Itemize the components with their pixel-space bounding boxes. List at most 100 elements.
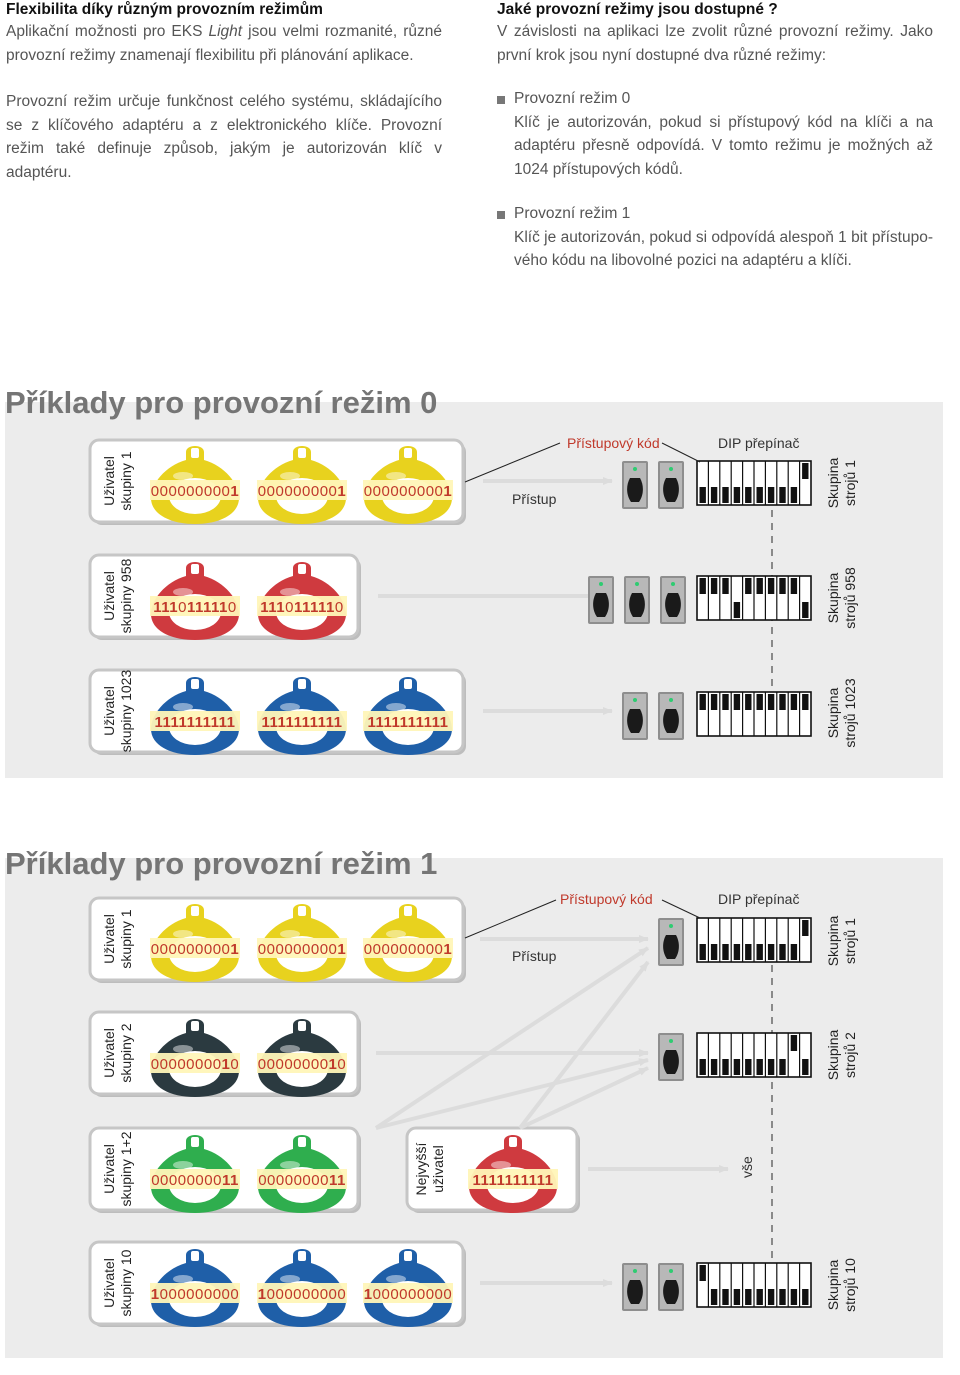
- mode0-row-2-key-2-code-bg: [363, 711, 453, 731]
- mode1-access-code-label: Přístupový kód: [560, 891, 653, 907]
- mode1-row-0-key-0-key-icon-shine: [173, 930, 193, 938]
- mode1-top-user-code-bg: [468, 1169, 558, 1189]
- mode0-row-1-dip-switch-lever: [790, 578, 798, 594]
- mode1-row-0-key-1-key-icon-shine: [280, 930, 300, 938]
- mode1-row-1-key-1-key-icon-shine: [280, 1045, 300, 1053]
- mode1-row-1-dip-switch-lever: [699, 1059, 706, 1075]
- mode0-row-0-dip-switch-lever: [767, 487, 775, 503]
- mode0-row-1-key-0-key-icon-shine: [173, 588, 193, 596]
- mode0-row-1-key-1-code-bg: [257, 596, 347, 616]
- mode1-row-2-key-0-code: 0000000011: [151, 1172, 239, 1189]
- mode1-title: Příklady pro provozní režim 1: [5, 846, 438, 881]
- mode0-row-2-switch-1-led: [669, 698, 673, 702]
- mode1-row-1-switch-0-knob: [663, 1050, 679, 1074]
- mode0-row-1-key-1-code: 1110111110: [260, 599, 343, 616]
- mode1-row-3-dip-switch-lever: [745, 1289, 752, 1305]
- mode0-row-0-key-0-code-bg: [150, 480, 240, 500]
- mode0-row-0-switch-1-knob: [663, 478, 679, 502]
- mode0-row-2-key-2-key-icon-shine: [386, 703, 406, 711]
- mode1-dip-label: DIP přepínač: [718, 891, 799, 907]
- mode1-arrow-row2-to-group2: [375, 1058, 649, 1130]
- mode0-access-code-label: Přístupový kód: [567, 435, 660, 451]
- mode1-row-1-key-1-code-bg: [257, 1053, 347, 1073]
- mode0-row-0-key-1-code-bg: [257, 480, 347, 500]
- mode0-row-0-dip-switch-lever: [779, 487, 786, 503]
- mode1-row-0-key-1-code-bg: [257, 938, 347, 958]
- mode1-row-0-group-label-line1: Skupina: [825, 915, 841, 966]
- mode0-row-2-switch-1: [658, 692, 684, 740]
- mode0-row-0-key-2-key-icon-shine: [386, 472, 406, 480]
- mode1-row-3-key-0-key-icon-shine: [173, 1275, 193, 1283]
- mode1-row-0-key-2-code-bg: [363, 938, 453, 958]
- mode-bullet-1: Provozní režim 1 Klíč je autorizován, po…: [497, 202, 933, 273]
- mode0-row-2-dip-switch-lever: [722, 694, 729, 710]
- mode0-row-0-dip-switch-lever: [756, 487, 763, 503]
- mode0-row-1-key-0-code: 1110111110: [153, 599, 236, 616]
- mode0-row-2-switch-0-led: [633, 698, 637, 702]
- mode0-row-0-switch-0: [622, 461, 648, 509]
- mode1-top-user-label-line2: uživatel: [430, 1145, 446, 1192]
- mode0-row-1-switch-2-knob: [665, 593, 681, 617]
- mode1-row-0-switch-0-led: [669, 924, 673, 928]
- mode1-row-1-group-label-line2: strojů 2: [842, 1032, 858, 1078]
- mode1-row-3-key-1-code-bg: [257, 1283, 347, 1303]
- mode1-row-0-dip-switch-lever: [733, 944, 741, 960]
- mode1-row-3-switch-0-led: [633, 1269, 637, 1273]
- mode1-access-label: Přístup: [512, 948, 557, 964]
- mode0-row-2-key-2-code: 1111111111: [368, 714, 449, 731]
- mode0-row-2-key-0-code-bg: [150, 711, 240, 731]
- mode0-row-1-group-label-line1: Skupina: [825, 572, 841, 623]
- mode1-row-3-key-0-key-icon-slot: [191, 1251, 199, 1261]
- mode1-row-0-key-2-key-icon-shine: [386, 930, 406, 938]
- mode0-row-0-key-2-code: 0000000001: [364, 483, 452, 500]
- mode0-row-0-key-0-key-icon-slot: [191, 448, 199, 458]
- mode0-row-1-switch-0-knob: [593, 593, 609, 617]
- mode0-row-0-switch-0-knob: [627, 478, 643, 502]
- mode0-row-0-key-2-code-bg: [363, 480, 453, 500]
- mode1-row-3-group-label-line1: Skupina: [825, 1259, 841, 1310]
- bullet-text: Klíč je autorizován, pokud si odpovídá a…: [514, 228, 933, 270]
- mode1-row-1-dip-switch-lever: [779, 1059, 786, 1075]
- mode0-row-0-key-0-code: 0000000001: [151, 483, 239, 500]
- mode1-all-label: vše: [739, 1156, 755, 1178]
- mode0-row-1-switch-1-led: [635, 582, 639, 586]
- mode0-row-0-key-2-key-icon-slot: [404, 448, 412, 458]
- mode1-row-0-key-0-code: 0000000001: [151, 941, 239, 958]
- mode0-row-2-key-2-key-icon-slot: [404, 679, 412, 689]
- mode0-row-2-dip-switch-lever: [756, 694, 763, 710]
- mode0-row-1-dip-switch-lever: [710, 578, 718, 594]
- mode0-row-0-dip-switch-lever: [733, 487, 741, 503]
- mode1-row-3-switch-0-knob: [627, 1280, 643, 1304]
- mode1-row-1-user-label-line1: Uživatel: [101, 1028, 117, 1078]
- mode1-row-0-key-1-code: 0000000001: [258, 941, 346, 958]
- mode1-row-0-switch-0: [658, 918, 684, 966]
- mode0-row-0-dip-switch-lever: [745, 487, 752, 503]
- mode0-row-0-key-1-code: 0000000001: [258, 483, 346, 500]
- mode0-row-1-dip-switch-lever: [756, 578, 763, 594]
- mode1-row-1-dip-switch-lever: [790, 1035, 798, 1051]
- mode0-row-2-dip-switch-lever: [802, 694, 809, 710]
- mode1-row-2-user-label-line1: Uživatel: [101, 1144, 117, 1194]
- mode0-row-0-group-label-line1: Skupina: [825, 457, 841, 508]
- mode1-row-2-key-1-key-icon-slot: [298, 1137, 306, 1147]
- mode0-row-2-dip-switch: [696, 691, 812, 737]
- mode0-access-label: Přístup: [512, 491, 557, 507]
- mode1-row-3-switch-1-led: [669, 1269, 673, 1273]
- mode1-row-0-key-2-key-icon-slot: [404, 906, 412, 916]
- mode1-top-user-key-icon-slot: [509, 1137, 517, 1147]
- mode1-top-user-code: 1111111111: [473, 1172, 554, 1189]
- mode1-row-0-dip-switch-lever: [779, 944, 786, 960]
- mode1-row-3-key-2-key-icon-slot: [404, 1251, 412, 1261]
- mode0-row-1-dip-switch-lever: [733, 602, 741, 618]
- mode0-row-2-dip-switch-lever: [767, 694, 775, 710]
- mode1-arrow-row2-to-group1: [374, 946, 650, 1130]
- mode1-row-2-key-1-code: 0000000011: [258, 1172, 346, 1189]
- mode0-row-0-user-label-line1: Uživatel: [101, 456, 117, 506]
- mode0-row-0-dip-switch-lever: [699, 487, 706, 503]
- mode1-row-1-dip-switch-lever: [802, 1059, 809, 1075]
